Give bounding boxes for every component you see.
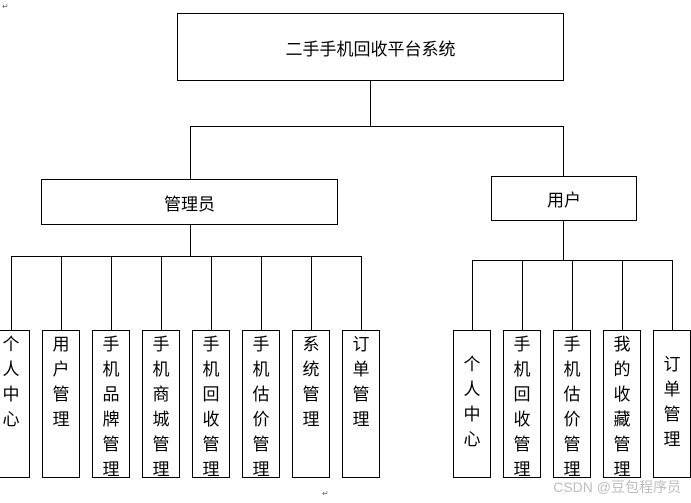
watermark: CSDN @豆包程序员 xyxy=(553,479,681,495)
connector xyxy=(563,221,564,261)
connector xyxy=(190,225,191,256)
connector xyxy=(161,256,162,330)
user-leaf-personal-center: 个人中心 xyxy=(453,330,491,478)
connector xyxy=(311,256,312,330)
user-leaf-phone-valuation-management: 手机估价管理 xyxy=(553,330,591,480)
connector xyxy=(472,260,473,330)
user-label: 用户 xyxy=(547,191,581,211)
admin-leaf-order-management: 订单管理 xyxy=(342,330,380,478)
connector xyxy=(522,260,523,330)
admin-node: 管理员 xyxy=(41,179,338,225)
connector xyxy=(261,256,262,330)
user-leaf-phone-recycling-management: 手机回收管理 xyxy=(503,330,541,480)
connector xyxy=(672,260,673,330)
root-label: 二手手机回收平台系统 xyxy=(285,39,456,60)
connector xyxy=(563,126,564,176)
connector xyxy=(622,260,623,330)
connector xyxy=(190,126,191,179)
admin-leaf-phone-recycling-management: 手机回收管理 xyxy=(192,330,230,480)
user-leaf-favorites-management: 我的收藏管理 xyxy=(603,330,641,480)
admin-leaf-phone-mall-management: 手机商城管理 xyxy=(142,330,180,480)
connector xyxy=(111,256,112,330)
user-node: 用户 xyxy=(491,176,637,221)
connector xyxy=(370,81,371,127)
connector xyxy=(11,256,361,257)
admin-label: 管理员 xyxy=(164,194,215,215)
admin-leaf-user-management: 用户管理 xyxy=(42,330,80,478)
connector xyxy=(361,256,362,330)
user-leaf-order-management: 订单管理 xyxy=(653,330,691,478)
paragraph-mark: ↵ xyxy=(2,2,9,11)
admin-leaf-system-management: 系统管理 xyxy=(292,330,330,478)
connector xyxy=(572,260,573,330)
connector xyxy=(61,256,62,330)
paragraph-mark: ↵ xyxy=(322,489,329,498)
connector xyxy=(11,256,12,330)
connector xyxy=(190,126,563,127)
admin-leaf-phone-valuation-management: 手机估价管理 xyxy=(242,330,280,480)
connector xyxy=(211,256,212,330)
admin-leaf-phone-brand-management: 手机品牌管理 xyxy=(92,330,130,480)
admin-leaf-personal-center: 个人中心 xyxy=(0,330,30,478)
root-node: 二手手机回收平台系统 xyxy=(177,13,564,81)
